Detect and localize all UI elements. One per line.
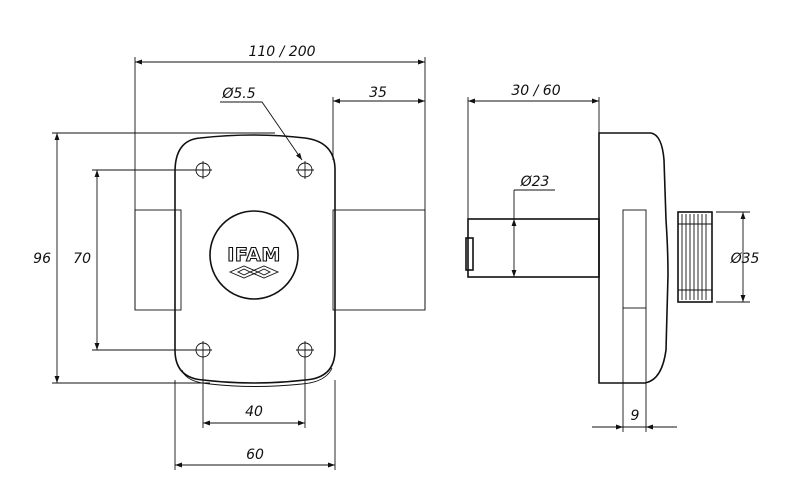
dim-text-hole-spacing-horizontal: 40 bbox=[245, 404, 263, 420]
cylinder-shaft bbox=[467, 218, 600, 278]
dim-text-plate-width: 60 bbox=[246, 447, 264, 463]
screw-hole-top-left bbox=[194, 161, 212, 179]
lock-body-side bbox=[598, 132, 669, 384]
dim-text-cylinder-diameter: Ø23 bbox=[520, 174, 550, 190]
front-view: IFAM 110 / 200 35 Ø bbox=[33, 44, 426, 470]
dim-text-offset-right: 35 bbox=[369, 85, 387, 101]
dim-text-depth-range: 30 / 60 bbox=[511, 83, 560, 99]
logo-diamond-mark bbox=[228, 265, 280, 279]
screw-hole-bottom-right bbox=[296, 341, 314, 359]
dim-text-knob-diameter: Ø35 bbox=[730, 251, 760, 267]
leader-hole-diameter bbox=[220, 101, 303, 161]
dim-text-width-range: 110 / 200 bbox=[248, 44, 315, 60]
dim-text-height-total: 96 bbox=[33, 251, 51, 267]
side-view: 30 / 60 Ø23 Ø35 9 bbox=[465, 83, 760, 432]
screw-hole-bottom-left bbox=[194, 341, 212, 359]
bolt-right bbox=[332, 209, 426, 311]
logo-brand-text: IFAM bbox=[227, 244, 280, 266]
knob-knurling bbox=[678, 214, 712, 300]
dim-text-hole-diameter: Ø5.5 bbox=[221, 86, 255, 102]
dim-text-hole-spacing-vertical: 70 bbox=[73, 251, 91, 267]
cylinder-cap bbox=[465, 237, 474, 271]
lock-plate-inner-edge bbox=[181, 367, 333, 387]
bolt-left bbox=[134, 209, 182, 311]
screw-hole-top-right bbox=[296, 161, 314, 179]
ifam-logo: IFAM bbox=[209, 210, 299, 300]
bolt-section bbox=[622, 209, 647, 309]
dim-text-knob-offset: 9 bbox=[631, 408, 640, 424]
knob bbox=[677, 211, 713, 303]
